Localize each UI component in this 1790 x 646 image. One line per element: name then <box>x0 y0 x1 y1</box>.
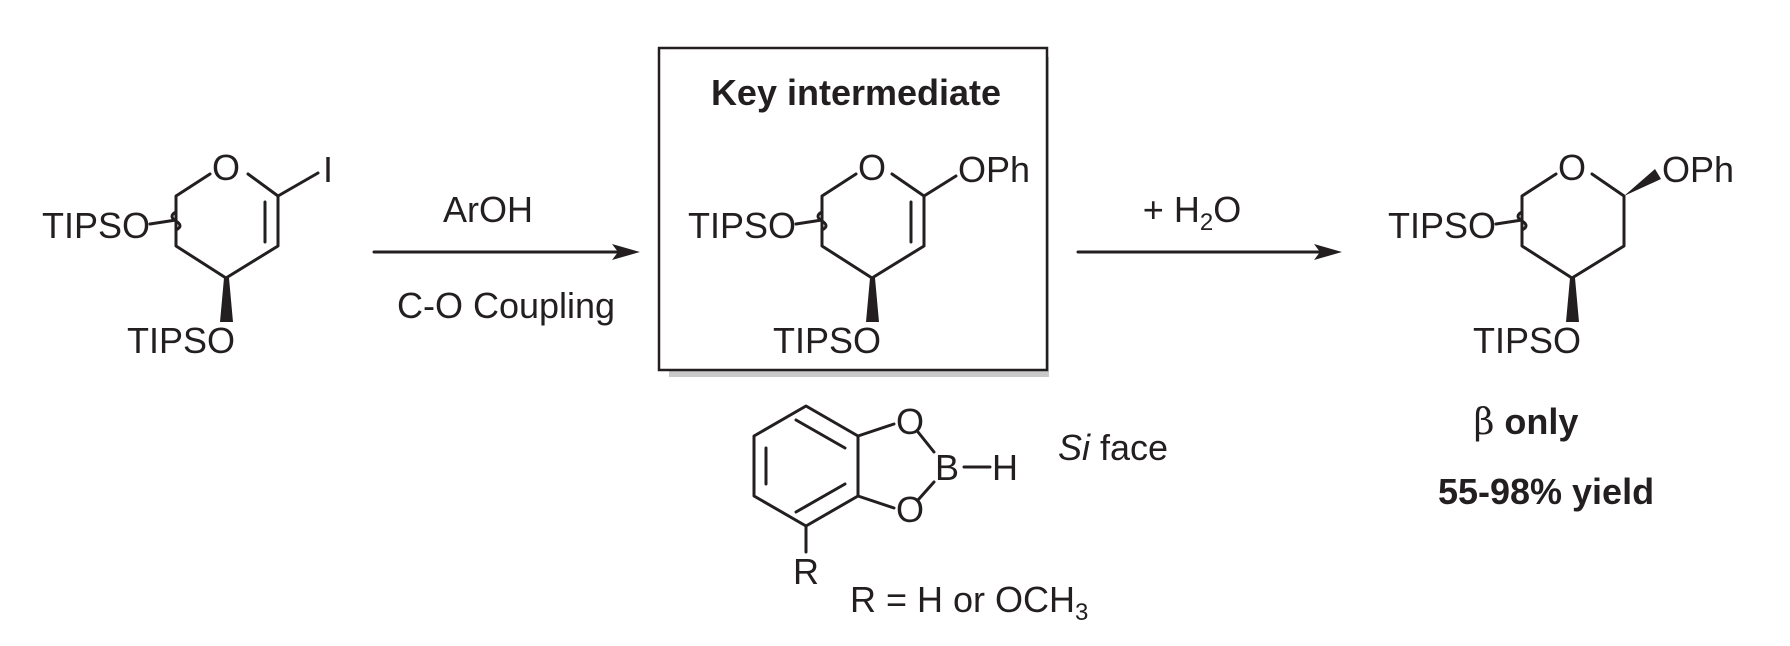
catalyst-hydride: H <box>992 447 1018 488</box>
product-ophenyl-label: OPh <box>1662 149 1734 190</box>
product-yield: 55-98% yield <box>1438 471 1654 512</box>
substrate-tipso-side: TIPSO <box>42 205 150 246</box>
product-ring-oxygen: O <box>1558 147 1586 188</box>
product-molecule: O OPh TIPSO TIPSO <box>1388 147 1734 361</box>
intermediate-tipso-bottom: TIPSO <box>773 320 881 361</box>
step1-condition: C-O Coupling <box>397 285 615 326</box>
catalyst-oxygen-bottom: O <box>896 489 924 530</box>
catalyst-boron: B <box>935 447 959 488</box>
key-intermediate-box <box>657 46 1049 377</box>
intermediate-ophenyl-label: OPh <box>958 149 1030 190</box>
product-tipso-side: TIPSO <box>1388 205 1496 246</box>
product-tipso-bottom: TIPSO <box>1473 320 1581 361</box>
key-intermediate-title: Key intermediate <box>711 72 1001 113</box>
substrate-ring-oxygen: O <box>212 147 240 188</box>
r-group-definition: R = H or OCH3 <box>850 579 1088 626</box>
intermediate-tipso-side: TIPSO <box>688 205 796 246</box>
step2-reagent: + H2O <box>1143 189 1241 236</box>
catecholborane-structure: O O B H R <box>752 401 1018 592</box>
substrate-tipso-bottom: TIPSO <box>127 320 235 361</box>
step2-arrow <box>1076 244 1342 260</box>
step1-reagent: ArOH <box>443 189 533 230</box>
substrate-molecule: O I TIPSO TIPSO <box>42 147 333 361</box>
intermediate-molecule: O OPh TIPSO TIPSO <box>688 147 1030 361</box>
intermediate-ring-oxygen: O <box>858 147 886 188</box>
catalyst-oxygen-top: O <box>896 401 924 442</box>
step1-arrow <box>372 244 640 260</box>
catalyst-r-group: R <box>793 551 819 592</box>
substrate-iodo-label: I <box>323 149 333 190</box>
